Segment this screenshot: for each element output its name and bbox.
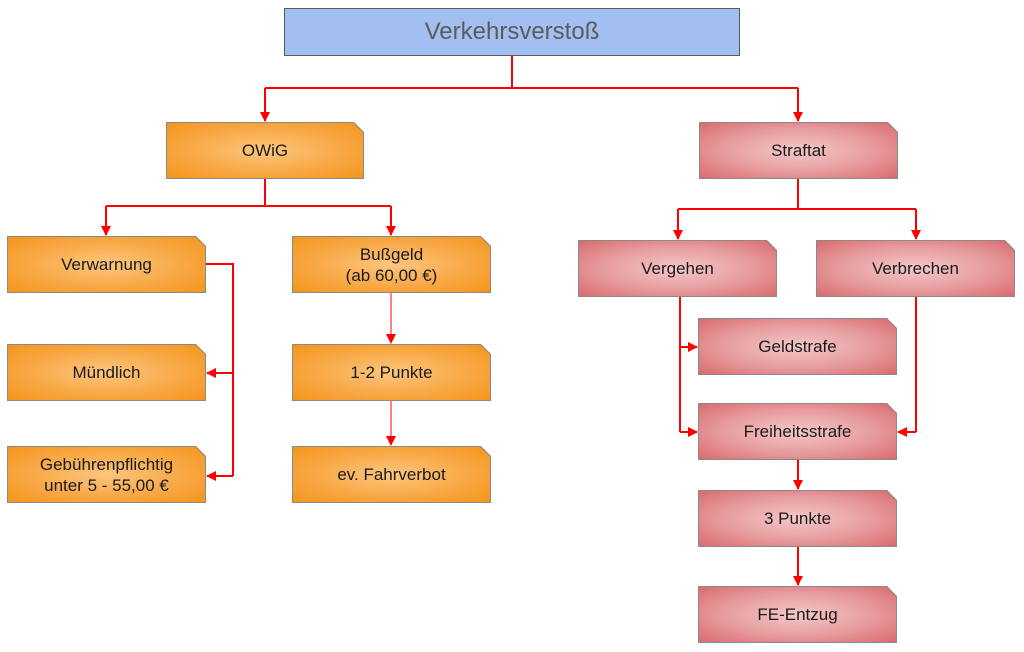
node-owig: OWiG	[166, 122, 364, 179]
root-node-verkehrsverstoss: Verkehrsverstoß	[284, 8, 740, 56]
node-label: Vergehen	[641, 259, 714, 278]
node-label-line1: Bußgeld	[359, 244, 424, 264]
node-3-punkte: 3 Punkte	[698, 490, 897, 547]
node-label: ev. Fahrverbot	[337, 465, 446, 484]
node-outline	[698, 403, 897, 460]
node-outline	[578, 240, 777, 297]
connector-straftat	[678, 179, 916, 210]
connector-owig	[106, 179, 391, 207]
node-fe-entzug: FE-Entzug	[698, 586, 897, 643]
node-outline	[699, 122, 898, 179]
node-label: OWiG	[241, 141, 289, 160]
node-freiheitsstrafe: Freiheitsstrafe	[698, 403, 897, 460]
connector-root	[265, 56, 798, 89]
node-verbrechen: Verbrechen	[816, 240, 1015, 297]
node-outline	[7, 236, 206, 293]
node-label-line2: (ab 60,00 €)	[345, 265, 438, 285]
node-outline	[292, 236, 491, 293]
node-outline	[7, 344, 206, 401]
node-outline	[292, 446, 491, 503]
node-label: Verwarnung	[61, 255, 152, 274]
root-label: Verkehrsverstoß	[424, 18, 600, 45]
node-fahrverbot: ev. Fahrverbot	[292, 446, 491, 503]
node-muendlich: Mündlich	[7, 344, 206, 401]
node-1-2-punkte: 1-2 Punkte	[292, 344, 491, 401]
node-outline	[292, 344, 491, 401]
node-outline	[698, 490, 897, 547]
node-label: Verbrechen	[872, 259, 959, 278]
connector-verwarnung	[206, 263, 234, 476]
node-outline	[166, 122, 364, 179]
node-label-line1: Gebührenpflichtig	[39, 454, 174, 474]
node-label-line2: unter 5 - 55,00 €	[44, 475, 169, 495]
node-outline	[7, 446, 206, 503]
node-label: Straftat	[771, 141, 826, 160]
node-verwarnung: Verwarnung	[7, 236, 206, 293]
node-label: Geldstrafe	[758, 337, 837, 356]
node-geldstrafe: Geldstrafe	[698, 318, 897, 375]
node-vergehen: Vergehen	[578, 240, 777, 297]
node-bussgeld: Bußgeld(ab 60,00 €)	[292, 236, 491, 293]
node-label: Mündlich	[72, 363, 141, 382]
node-straftat: Straftat	[699, 122, 898, 179]
node-label: FE-Entzug	[757, 605, 838, 624]
node-outline	[816, 240, 1015, 297]
node-label: 3 Punkte	[763, 509, 832, 528]
node-outline	[698, 318, 897, 375]
node-label: Freiheitsstrafe	[743, 422, 852, 441]
node-label: 1-2 Punkte	[350, 363, 433, 382]
node-outline	[698, 586, 897, 643]
